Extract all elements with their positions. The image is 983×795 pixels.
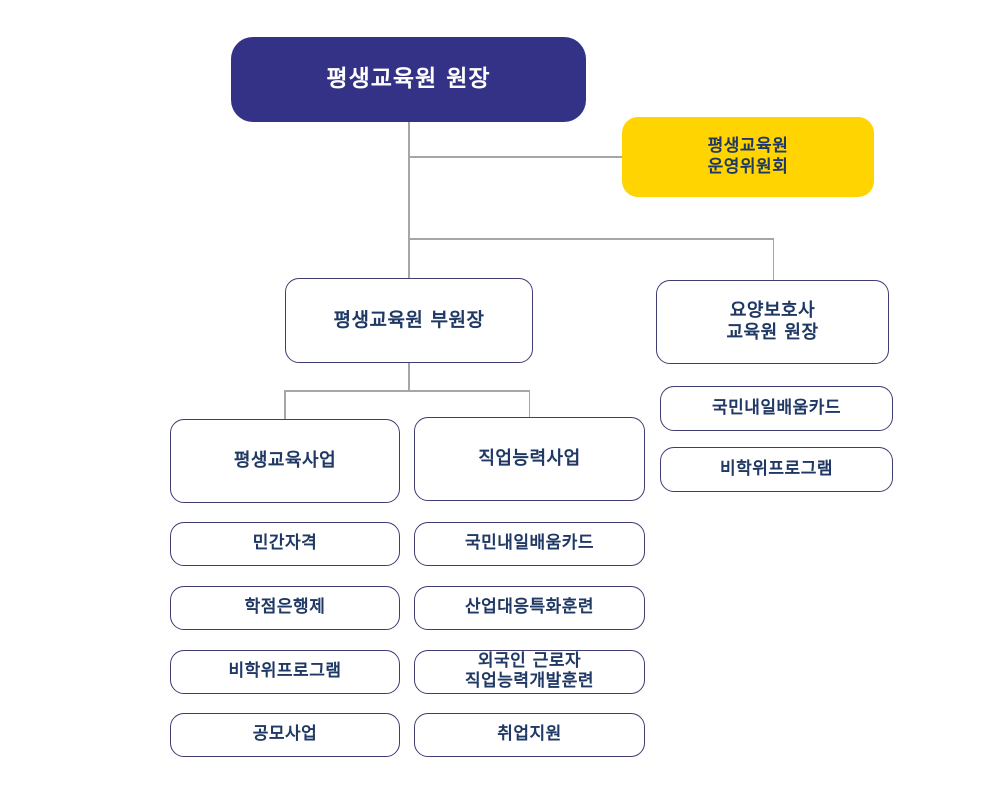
connector-top-branch-horizontal: [408, 238, 774, 240]
node-lifelong-item: 공모사업: [170, 713, 400, 757]
node-lifelong-item: 비학위프로그램: [170, 650, 400, 694]
node-vocational-item: 국민내일배움카드: [414, 522, 645, 566]
node-vocational-item: 취업지원: [414, 713, 645, 757]
node-care-item: 비학위프로그램: [660, 447, 893, 492]
node-vocational-ability-division: 직업능력사업: [414, 417, 645, 501]
node-operating-committee: 평생교육원 운영위원회: [622, 117, 874, 197]
connector-to-lifelong-division: [284, 390, 286, 420]
node-lifelong-item: 민간자격: [170, 522, 400, 566]
node-deputy-director: 평생교육원 부원장: [285, 278, 533, 363]
connector-director-down: [408, 122, 410, 279]
node-care-item: 국민내일배움카드: [660, 386, 893, 431]
node-lifelong-item: 학점은행제: [170, 586, 400, 630]
node-director: 평생교육원 원장: [231, 37, 586, 122]
connector-deputy-down: [408, 362, 410, 390]
node-care-worker-director: 요양보호사 교육원 원장: [656, 280, 889, 364]
node-lifelong-education-division: 평생교육사업: [170, 419, 400, 503]
node-vocational-item: 산업대응특화훈련: [414, 586, 645, 630]
connector-to-vocational-division: [528, 390, 530, 418]
node-vocational-item: 외국인 근로자 직업능력개발훈련: [414, 650, 645, 694]
connector-deputy-branch-horizontal: [284, 390, 530, 392]
connector-to-care-director: [772, 238, 774, 281]
connector-to-committee: [408, 156, 622, 158]
